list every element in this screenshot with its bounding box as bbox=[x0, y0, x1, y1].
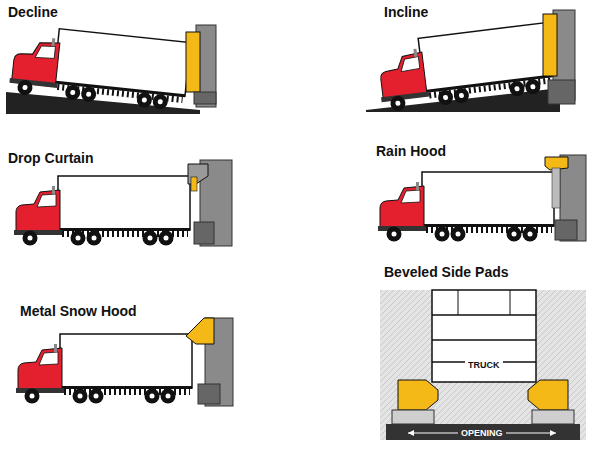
drop-curtain-scene bbox=[14, 160, 232, 246]
incline-scene bbox=[366, 10, 575, 113]
scene-title: Incline bbox=[384, 4, 428, 20]
dimension-label: OPENING bbox=[458, 427, 506, 439]
scene-title: Metal Snow Hood bbox=[20, 303, 137, 319]
part-label: TRUCK bbox=[465, 359, 503, 371]
beveled-side-pads-scene bbox=[380, 290, 586, 440]
metal-snow-hood-scene bbox=[16, 318, 233, 406]
scene-title: Rain Hood bbox=[376, 143, 446, 159]
scene-title: Drop Curtain bbox=[8, 150, 94, 166]
rain-hood-scene bbox=[378, 155, 586, 242]
scene-title: Beveled Side Pads bbox=[384, 264, 509, 280]
scene-title: Decline bbox=[8, 4, 58, 20]
decline-scene bbox=[6, 24, 216, 114]
